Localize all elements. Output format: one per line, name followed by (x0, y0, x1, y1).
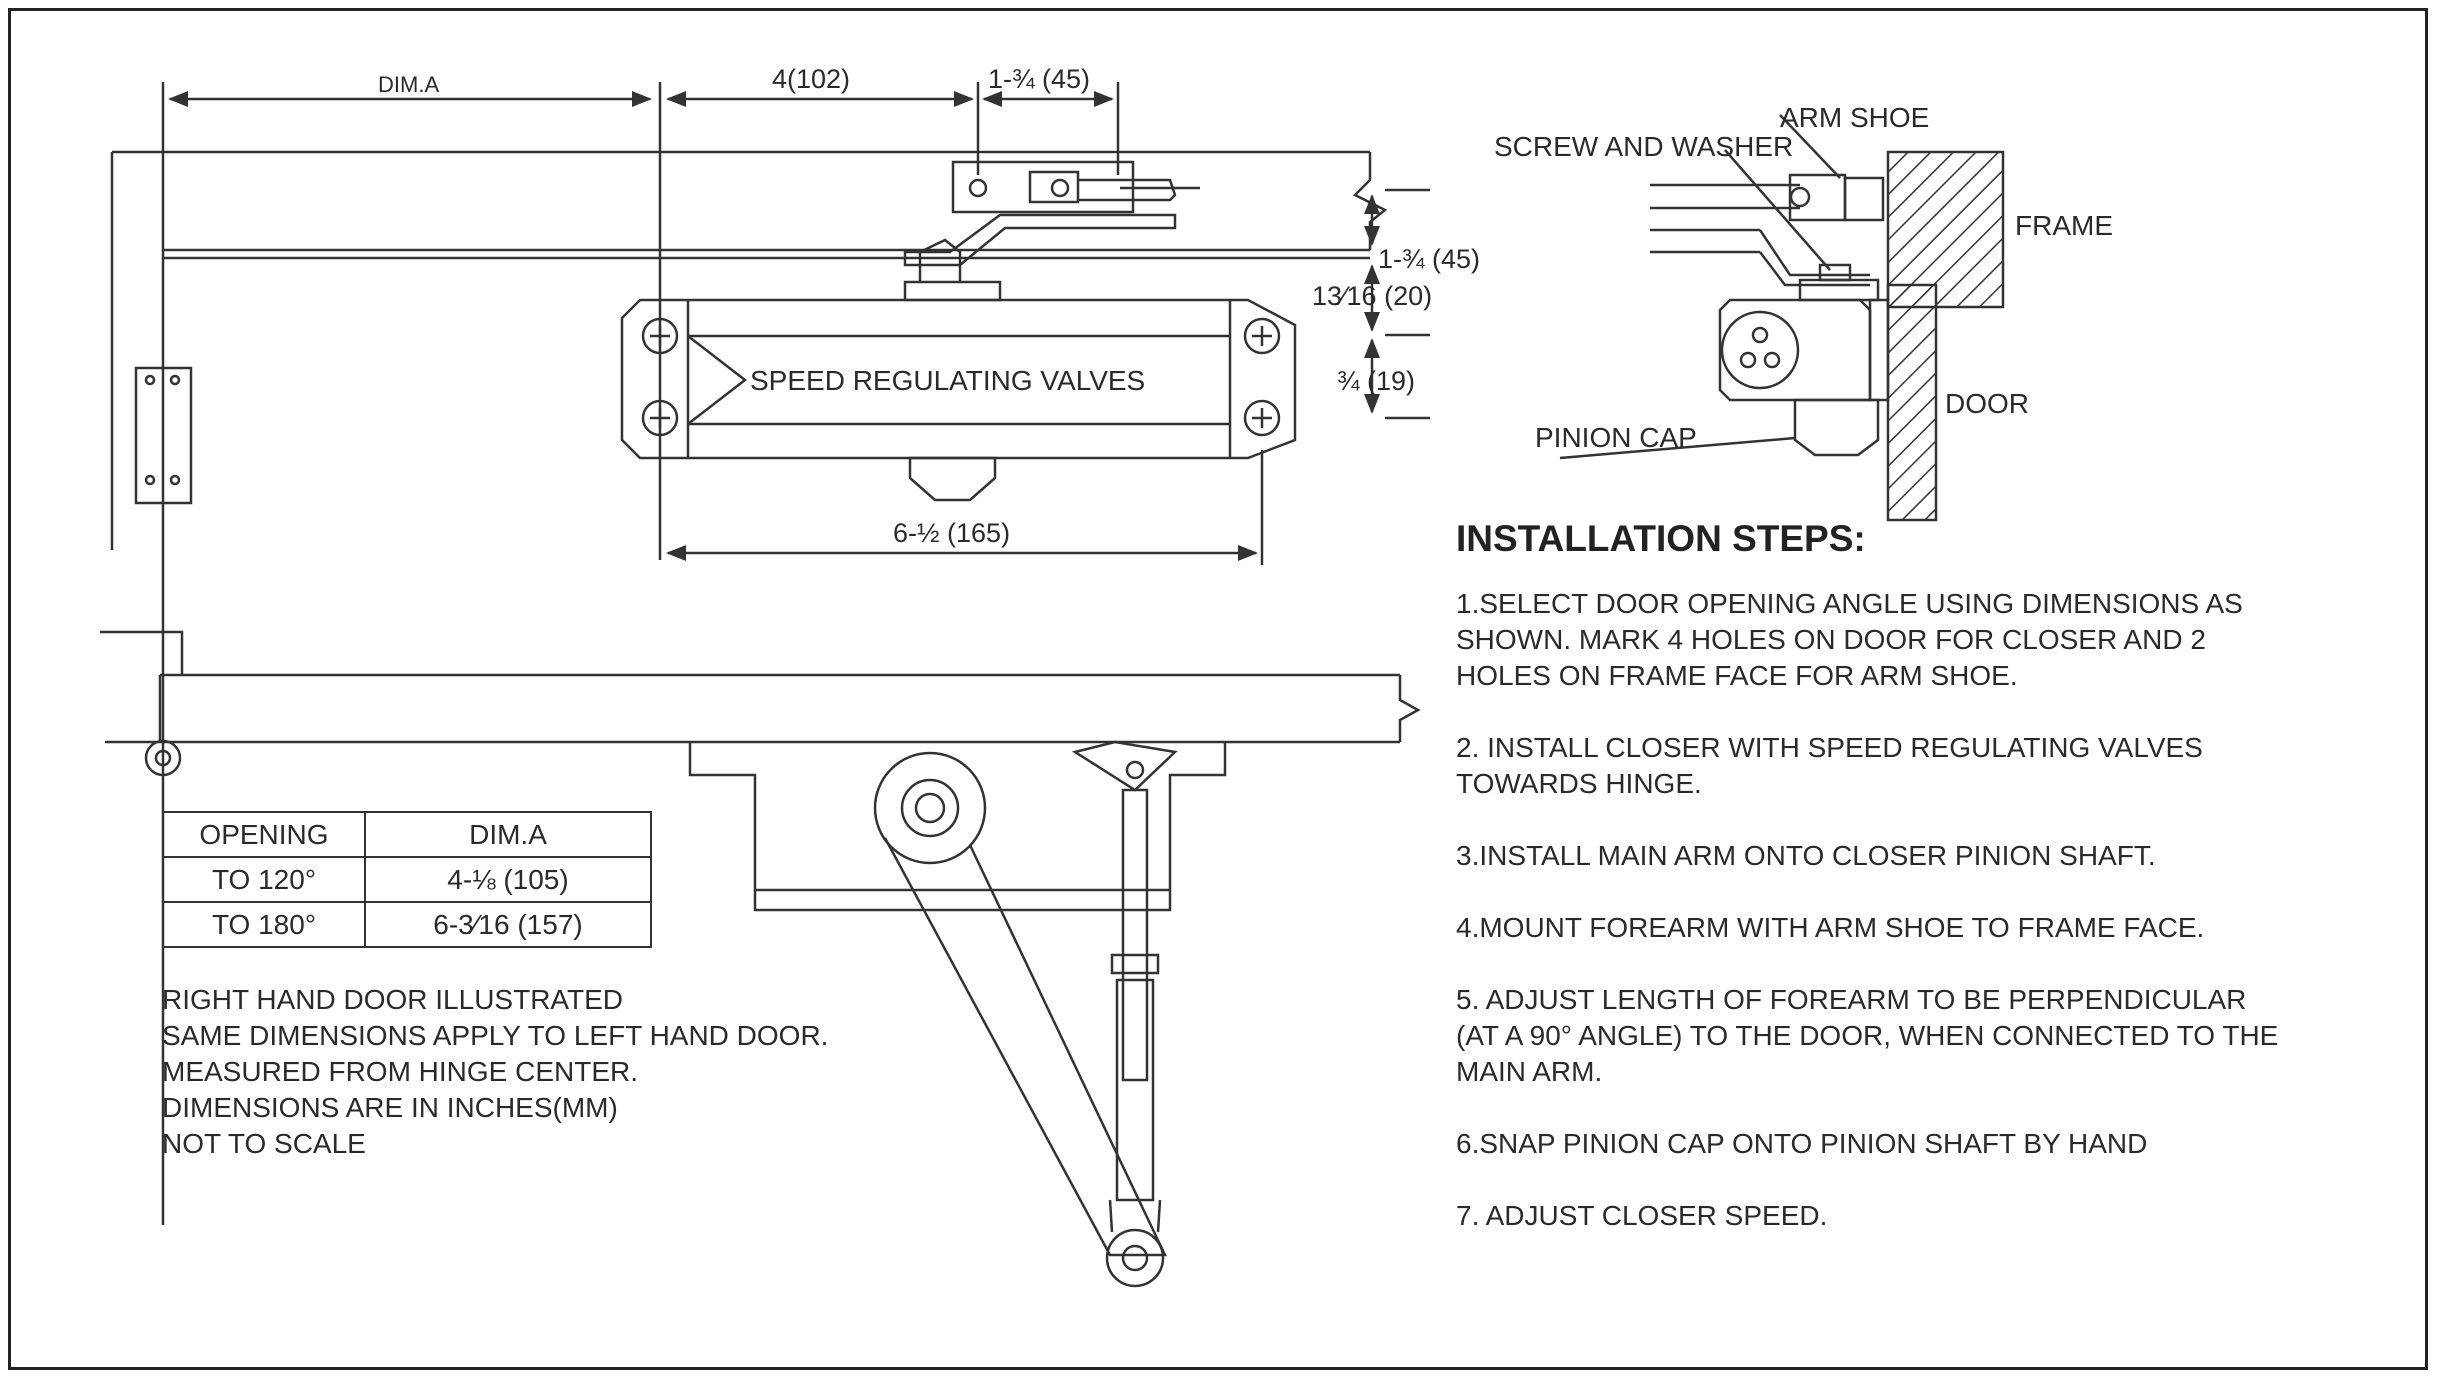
table-cell: 6-3⁄16 (157) (364, 901, 652, 948)
table-row: TO 180° 6-3⁄16 (157) (162, 901, 652, 948)
label-pinion-cap: PINION CAP (1535, 422, 1697, 453)
table-header-cell: DIM.A (364, 811, 652, 858)
note-line: SAME DIMENSIONS APPLY TO LEFT HAND DOOR. (162, 1020, 829, 1051)
step-item: 3.INSTALL MAIN ARM ONTO CLOSER PINION SH… (1456, 840, 2156, 871)
dim-13-16: 13⁄16 (20) (1312, 281, 1432, 311)
dimension-lines-top (161, 82, 1430, 565)
label-frame: FRAME (2015, 210, 2113, 241)
dimension-table: OPENING DIM.A TO 120° 4-⅛ (105) TO 180° … (162, 811, 652, 948)
step-item: 1.SELECT DOOR OPENING ANGLE USING DIMENS… (1456, 588, 2243, 691)
installation-steps: INSTALLATION STEPS: 1.SELECT DOOR OPENIN… (1456, 518, 2286, 1270)
note-line: RIGHT HAND DOOR ILLUSTRATED (162, 984, 624, 1015)
dim-1-3-4-top: 1-¾ (45) (988, 64, 1090, 94)
drawing-border (8, 8, 2428, 1370)
table-header-cell: OPENING (162, 811, 366, 858)
step-item: 6.SNAP PINION CAP ONTO PINION SHAFT BY H… (1456, 1128, 2148, 1159)
dim-a-label: DIM.A (378, 72, 439, 97)
closer-body-top (620, 238, 1297, 502)
table-cell: 4-⅛ (105) (364, 856, 652, 903)
step-item: 7. ADJUST CLOSER SPEED. (1456, 1200, 1828, 1231)
detail-section (1559, 114, 2005, 522)
note-line: NOT TO SCALE (162, 1128, 366, 1159)
installation-title: INSTALLATION STEPS: (1456, 518, 1866, 559)
table-row: TO 120° 4-⅛ (105) (162, 856, 652, 903)
arm-shoe-top (903, 160, 1200, 267)
dim-1-3-4-right: 1-¾ (45) (1378, 244, 1480, 274)
hinge-plate (134, 366, 193, 505)
dim-3-4: ¾ (19) (1337, 366, 1415, 396)
dim-6-1-2: 6-½ (165) (893, 518, 1010, 548)
step-item: 4.MOUNT FOREARM WITH ARM SHOE TO FRAME F… (1456, 912, 2205, 943)
table-cell: TO 180° (162, 901, 366, 948)
door-plan (100, 630, 1421, 1288)
step-item: 2. INSTALL CLOSER WITH SPEED REGULATING … (1456, 732, 2203, 799)
diagram-text: DIM.A 4(102) 1-¾ (45) 1-¾ (45) 13⁄16 (20… (378, 64, 2113, 548)
label-speed-valves: SPEED REGULATING VALVES (750, 365, 1145, 396)
table-cell: TO 120° (162, 856, 366, 903)
label-arm-shoe: ARM SHOE (1780, 102, 1929, 133)
dim-4-102: 4(102) (772, 64, 850, 94)
frame-header-top (110, 150, 1388, 1225)
step-item: 5. ADJUST LENGTH OF FOREARM TO BE PERPEN… (1456, 984, 2279, 1087)
note-line: MEASURED FROM HINGE CENTER. (162, 1056, 639, 1087)
notes-block: RIGHT HAND DOOR ILLUSTRATED SAME DIMENSI… (162, 982, 922, 1162)
label-door: DOOR (1945, 388, 2029, 419)
note-line: DIMENSIONS ARE IN INCHES(MM) (162, 1092, 618, 1123)
table-row: OPENING DIM.A (162, 811, 652, 858)
label-screw-washer: SCREW AND WASHER (1494, 131, 1793, 162)
